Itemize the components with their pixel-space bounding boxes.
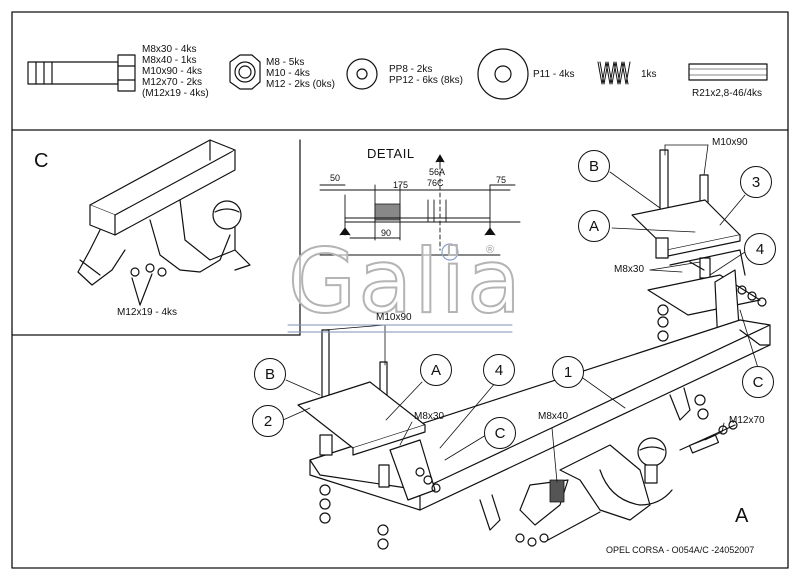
bolt-line: M10x90 - 4ks: [142, 66, 203, 77]
callout-4-left: 4: [483, 354, 515, 386]
dim-90: 90: [381, 228, 392, 238]
dim-75: 75: [496, 175, 507, 185]
bolt-label: M8x30 - 4ks M8x40 - 1ks M10x90 - 4ks M12…: [142, 44, 209, 99]
large-washer-icon: [477, 48, 529, 100]
detail-c-drawing: [77, 139, 251, 306]
small-washer-line: PP8 - 2ks: [389, 64, 433, 75]
bolt-icon: [27, 54, 136, 92]
nut-label: M8 - 5ks M10 - 4ks M12 - 2ks (0ks): [266, 57, 335, 90]
detail-c-letter: C: [34, 150, 49, 172]
galia-logo: Galia: [287, 230, 523, 333]
bolt-line: M8x40 - 1ks: [142, 55, 197, 66]
callout-3: 3: [740, 166, 772, 198]
dim-175: 175: [393, 180, 409, 190]
m8x30-label-left: M8x30: [414, 411, 445, 422]
detail-dimension-drawing: [319, 154, 521, 256]
callout-c-right: C: [742, 366, 774, 398]
dim-56a: 56A: [429, 167, 446, 177]
callout-1: 1: [552, 356, 584, 388]
m10x90-label-right: M10x90: [712, 137, 748, 148]
nut-line: M12 - 2ks (0ks): [266, 79, 335, 90]
dim-76c: 76C: [427, 178, 444, 188]
m8x40-label: M8x40: [538, 411, 569, 422]
callout-2: 2: [252, 405, 284, 437]
small-washer-label: PP8 - 2ks PP12 - 6ks (8ks): [389, 64, 463, 86]
spring-label: 1ks: [641, 69, 657, 80]
leader-lines: [282, 144, 759, 483]
spacer-label: R21x2,8-46/4ks: [692, 88, 763, 99]
callout-a-left: A: [420, 354, 452, 386]
right-bracket-assembly: [631, 149, 767, 346]
registered-mark: ®: [486, 244, 495, 256]
spring-icon: [597, 61, 631, 85]
m12x70-label: M12x70: [729, 415, 765, 426]
m8x30-label-right: M8x30: [614, 264, 645, 275]
large-washer-label: P11 - 4ks: [533, 69, 575, 80]
bolt-line: M8x30 - 4ks: [142, 44, 197, 55]
m10x90-label-left: M10x90: [376, 312, 412, 323]
detail-c-bolt-label: M12x19 - 4ks: [117, 307, 178, 318]
nut-line: M8 - 5ks: [266, 57, 305, 68]
callout-a-right: A: [578, 210, 610, 242]
left-bracket-assembly: [297, 329, 441, 550]
callout-b-right: B: [578, 150, 610, 182]
callout-b-left: B: [254, 358, 286, 390]
bolt-line: (M12x19 - 4ks): [142, 88, 209, 99]
detail-title: DETAIL: [367, 146, 415, 161]
logo-dot: [441, 243, 459, 261]
nut-line: M10 - 4ks: [266, 68, 310, 79]
callout-c-mid: C: [484, 417, 516, 449]
drawing-footer: OPEL CORSA - O054A/C -24052007: [606, 545, 755, 555]
outer-frame: [11, 11, 789, 569]
view-a-letter: A: [735, 505, 749, 527]
small-washer-line: PP12 - 6ks (8ks): [389, 75, 463, 86]
spacer-tube-icon: [688, 63, 768, 81]
bolt-line: M12x70 - 2ks: [142, 77, 203, 88]
callout-4-right: 4: [744, 233, 776, 265]
nut-icon: [229, 54, 261, 90]
ball-hitch-assembly: [515, 394, 738, 547]
dim-50: 50: [330, 173, 341, 183]
small-washer-icon: [346, 58, 378, 90]
